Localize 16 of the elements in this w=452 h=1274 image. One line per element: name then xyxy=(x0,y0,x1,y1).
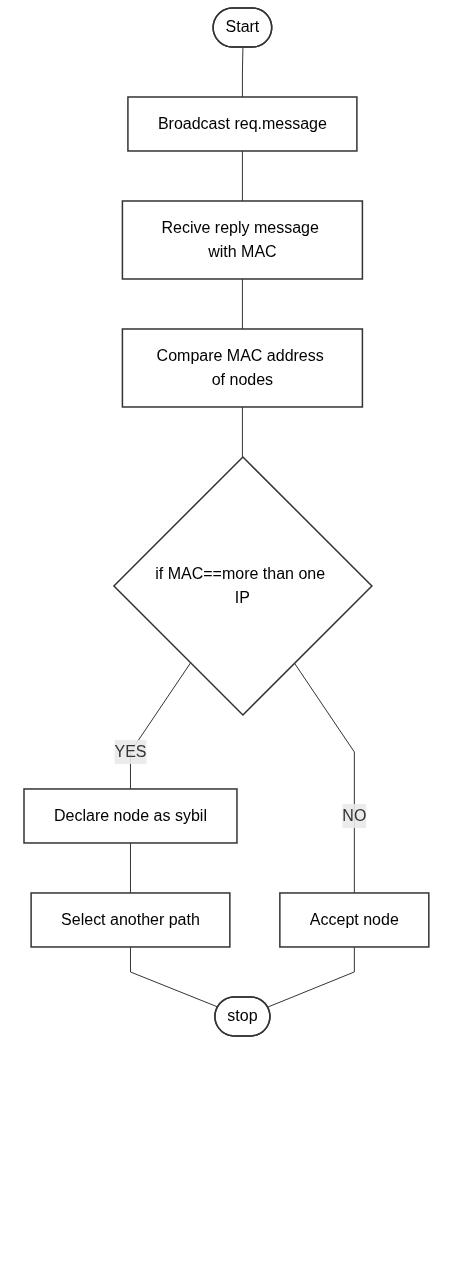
connector xyxy=(241,278,243,330)
edge-label: NO xyxy=(341,806,366,824)
node-box: Broadcast req.message xyxy=(126,96,358,152)
node-diamond: if MAC==more than one IP xyxy=(112,455,373,717)
edge-label: YES xyxy=(114,742,147,760)
node-box: Select another path xyxy=(29,892,231,948)
connector xyxy=(293,662,355,894)
connector xyxy=(266,946,355,1008)
node-box: Declare node as sybil xyxy=(22,788,238,844)
connector xyxy=(241,150,243,202)
connector xyxy=(241,47,243,98)
connector xyxy=(241,406,243,458)
node-box: Accept node xyxy=(278,892,430,948)
node-box: Recive reply message with MAC xyxy=(121,200,363,280)
connector xyxy=(129,842,131,894)
node-box: Compare MAC address of nodes xyxy=(121,328,363,408)
